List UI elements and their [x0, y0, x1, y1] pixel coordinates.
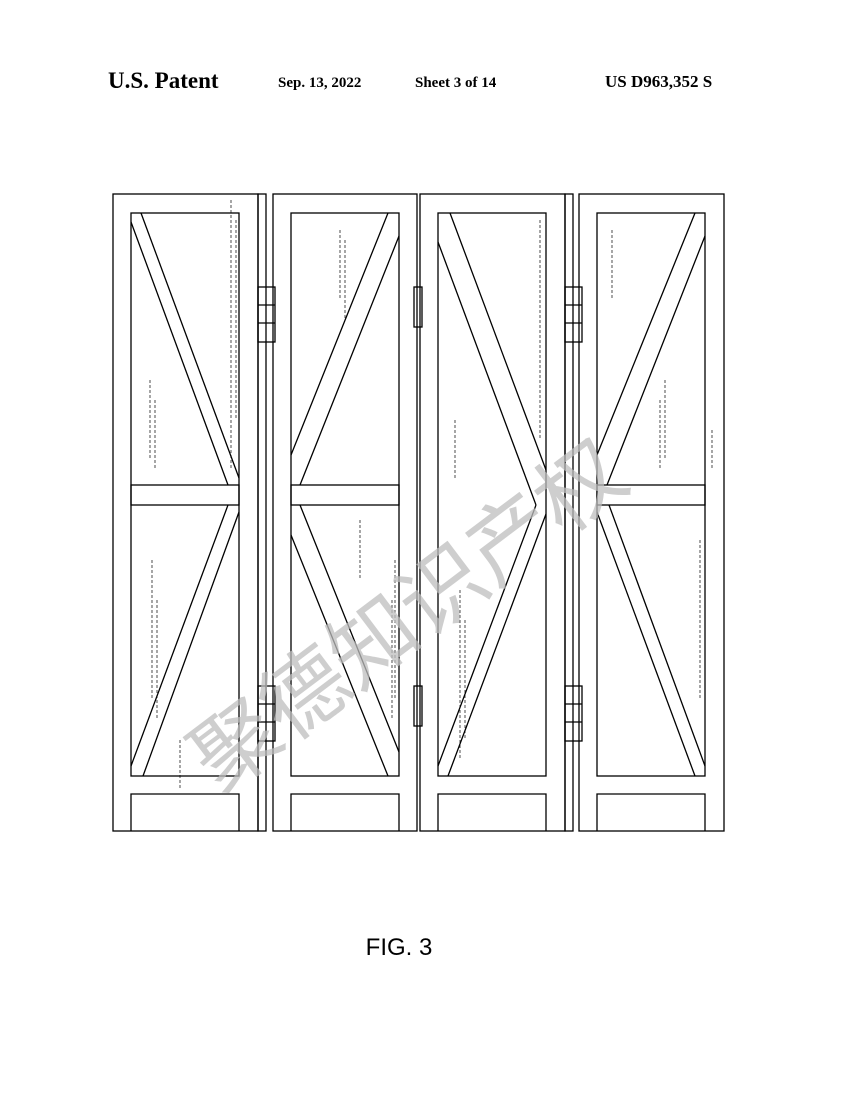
screen-panel-1: [112, 193, 267, 832]
patent-header: U.S. Patent Sep. 13, 2022 Sheet 3 of 14 …: [0, 68, 850, 98]
patent-number: US D963,352 S: [605, 72, 713, 91]
watermark-text: 聚德知识产权: [172, 421, 644, 811]
sheet-number: Sheet 3 of 14: [415, 75, 497, 91]
hinge-1-upper: [257, 286, 276, 343]
screen-panel-2: [272, 193, 418, 832]
hinge-2-upper: [413, 286, 423, 328]
hinge-2-lower: [413, 685, 423, 727]
patent-title: U.S. Patent: [108, 68, 219, 93]
hinge-1-lower: [257, 685, 276, 742]
patent-date: Sep. 13, 2022: [278, 75, 362, 91]
screen-panel-4: [578, 193, 725, 832]
figure-label: FIG. 3: [365, 934, 433, 961]
